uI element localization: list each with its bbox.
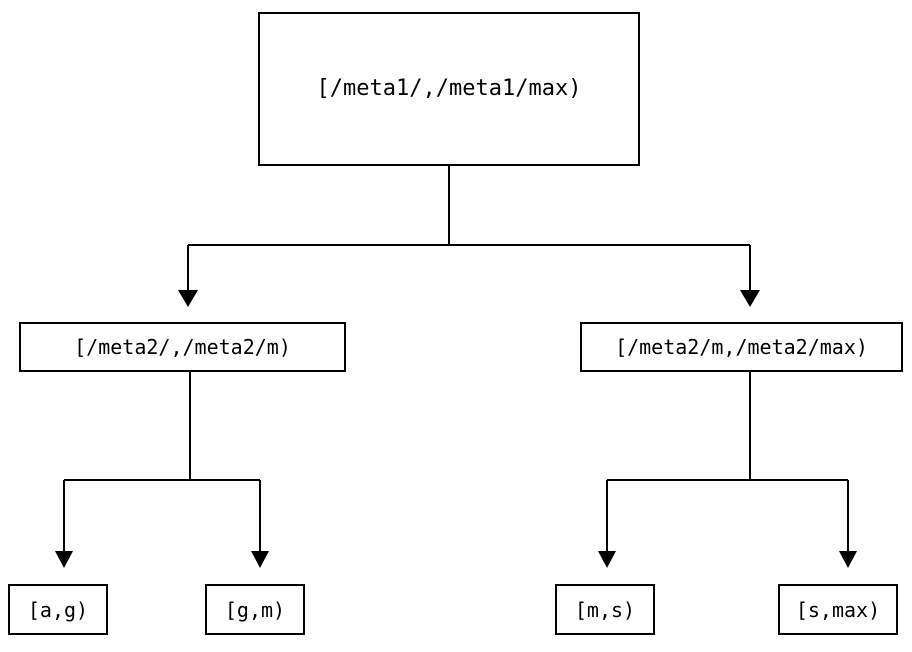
node-mid-left[interactable]: [/meta2/,/meta2/m)	[19, 322, 346, 372]
edge-mid-left-to-leaf-gm	[251, 480, 269, 568]
node-leaf-s-max-label: [s,max)	[795, 597, 881, 622]
node-leaf-a-g-label: [a,g)	[27, 597, 89, 622]
node-leaf-g-m-label: [g,m)	[224, 597, 286, 622]
edge-root-to-mid-left	[178, 166, 750, 307]
node-leaf-m-s[interactable]: [m,s)	[555, 584, 655, 635]
edge-mid-right-to-leaf-smax	[839, 480, 857, 568]
edge-mid-right-to-leaf-ms	[598, 372, 848, 568]
node-leaf-m-s-label: [m,s)	[574, 597, 636, 622]
node-root-label: [/meta1/,/meta1/max)	[316, 76, 582, 101]
node-mid-right-label: [/meta2/m,/meta2/max)	[615, 335, 868, 359]
node-root[interactable]: [/meta1/,/meta1/max)	[258, 12, 640, 166]
edge-mid-left-to-leaf-ag	[55, 372, 260, 568]
edge-root-to-mid-right	[740, 245, 760, 307]
node-leaf-s-max[interactable]: [s,max)	[778, 584, 898, 635]
node-leaf-g-m[interactable]: [g,m)	[205, 584, 305, 635]
node-mid-right[interactable]: [/meta2/m,/meta2/max)	[580, 322, 903, 372]
node-leaf-a-g[interactable]: [a,g)	[8, 584, 108, 635]
node-mid-left-label: [/meta2/,/meta2/m)	[74, 335, 291, 359]
